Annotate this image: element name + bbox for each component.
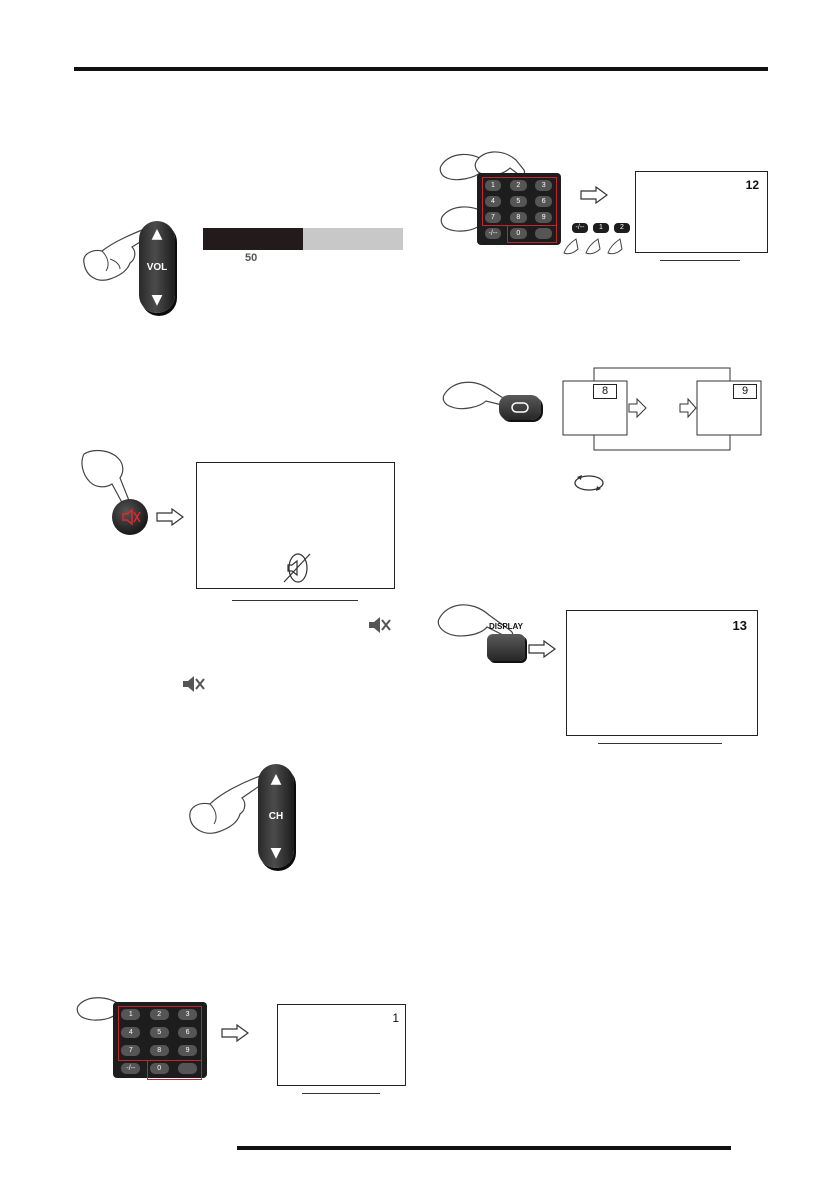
recall-icon [511,402,529,413]
channel-12-screen: 12 [635,171,768,253]
screen-channel-number: 1 [392,1011,399,1025]
digit-mode-key[interactable]: -/-- [121,1062,141,1074]
digit-key-9[interactable]: 9 [178,1045,197,1057]
keypad-highlight [146,1059,203,1080]
volume-bar [203,228,403,250]
digit-key-7[interactable]: 7 [484,211,502,223]
display-button-label: DISPLAY [489,622,523,631]
recall-key[interactable] [178,1062,197,1074]
display-button[interactable] [487,634,525,661]
digit-mode-key[interactable]: -/-- [572,223,588,233]
screen-caption-line [598,743,722,744]
current-channel-number: 9 [733,384,757,399]
previous-channel-number: 8 [593,384,617,399]
arrow-right-icon [528,640,556,658]
digit-key-5[interactable]: 5 [509,195,527,207]
digit-key-2[interactable]: 2 [614,223,630,233]
digit-key-8[interactable]: 8 [509,211,527,223]
arrow-right-icon [580,186,608,204]
digit-key-5[interactable]: 5 [149,1027,169,1039]
mute-icon [122,508,141,526]
down-arrow-icon[interactable]: ▼ [151,292,163,308]
digit-key-6[interactable]: 6 [178,1027,197,1039]
up-arrow-icon[interactable]: ▲ [151,226,163,242]
hand-icon [563,238,623,255]
display-screen: 13 [566,610,758,736]
digit-key-7[interactable]: 7 [121,1045,141,1057]
digit-key-1[interactable]: 1 [121,1009,141,1021]
digit-key-3[interactable]: 3 [535,179,553,191]
keypad-highlight [118,1006,203,1061]
screen-channel-number: 12 [745,178,759,192]
keypad-highlight [481,176,557,226]
bottom-rule [237,1146,731,1150]
screen-caption-line [660,260,740,261]
digit-key-2[interactable]: 2 [149,1009,169,1021]
recall-cycle-icon [574,475,604,491]
digit-key-2[interactable]: 2 [509,179,527,191]
mute-screen [196,462,395,589]
channel-rocker-button[interactable]: ▲ CH ▼ [258,764,294,868]
keypad-highlight [507,224,558,243]
volume-button-label: VOL [146,261,168,273]
up-arrow-icon[interactable]: ▲ [270,771,282,787]
digit-key-1[interactable]: 1 [484,179,502,191]
digit-key-0[interactable]: 0 [509,227,527,239]
digit-key-6[interactable]: 6 [535,195,553,207]
channel-button-label: CH [268,810,284,822]
digit-key-4[interactable]: 4 [484,195,502,207]
digit-mode-key[interactable]: -/-- [484,227,502,239]
recall-button[interactable] [499,395,541,420]
volume-bar-fill [203,228,303,250]
volume-rocker-button[interactable]: ▲ VOL ▼ [139,221,175,313]
digit-key-0[interactable]: 0 [149,1062,169,1074]
mute-icon [183,676,205,692]
volume-value: 50 [245,252,258,264]
recall-key[interactable] [535,227,553,239]
digit-key-4[interactable]: 4 [121,1027,141,1039]
mute-icon [369,617,391,633]
recall-flow-diagram [562,367,762,451]
screen-channel-number: 13 [732,618,747,633]
down-arrow-icon[interactable]: ▼ [270,845,282,861]
digit-key-9[interactable]: 9 [535,211,553,223]
screen-caption-line [302,1093,380,1094]
mute-icon [283,553,311,583]
digit-key-3[interactable]: 3 [178,1009,197,1021]
arrow-right-icon [156,508,184,526]
mute-button[interactable] [112,499,148,535]
channel-1-screen: 1 [277,1004,406,1086]
screen-caption-line [232,600,358,601]
digit-key-8[interactable]: 8 [149,1045,169,1057]
arrow-right-icon [221,1024,249,1042]
top-rule [74,67,768,71]
digit-key-1[interactable]: 1 [593,223,609,233]
